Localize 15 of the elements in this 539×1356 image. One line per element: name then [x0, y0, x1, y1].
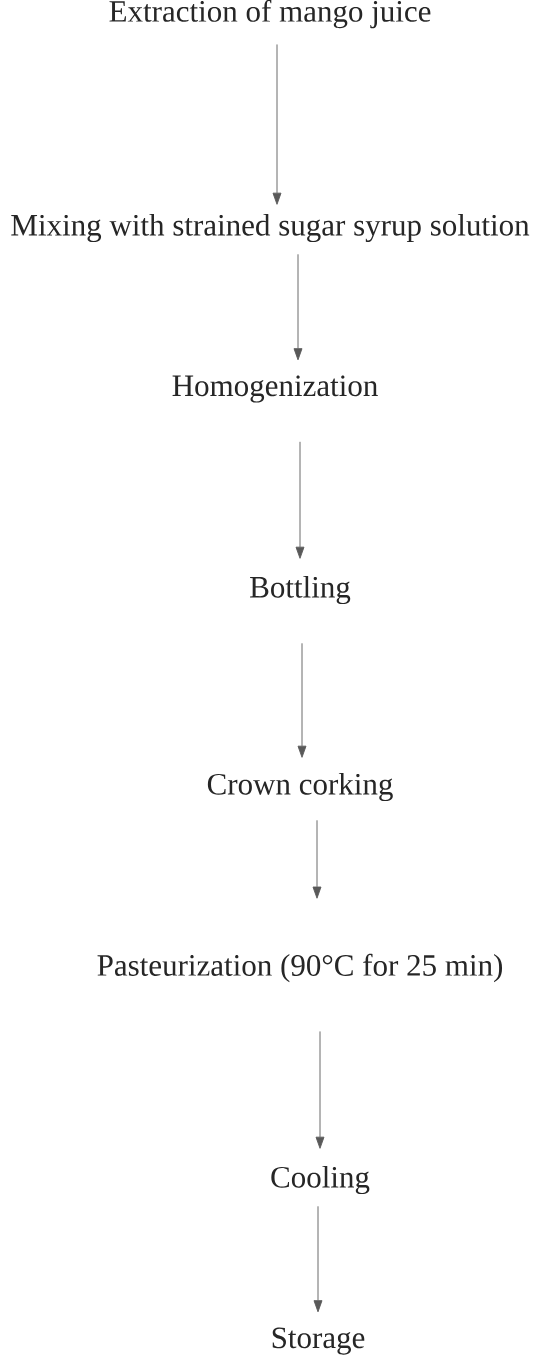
arrow: [295, 441, 305, 559]
arrow: [293, 253, 303, 361]
arrow: [272, 44, 282, 205]
step-text: Mixing with strained sugar syrup solution: [11, 213, 530, 243]
step-text: Bottling: [250, 575, 351, 605]
step-text: Cooling: [271, 1165, 370, 1195]
arrow: [315, 1030, 325, 1149]
arrow: [297, 642, 307, 758]
step-text: Pasteurization (90°C for 25 min): [97, 953, 503, 983]
step-text: Extraction of mango juice: [109, 0, 431, 29]
step-text: Storage: [272, 1327, 365, 1355]
arrow: [313, 1205, 323, 1313]
arrow: [312, 819, 322, 899]
step-text: Homogenization: [172, 375, 378, 403]
step-text: Crown corking: [207, 772, 393, 802]
